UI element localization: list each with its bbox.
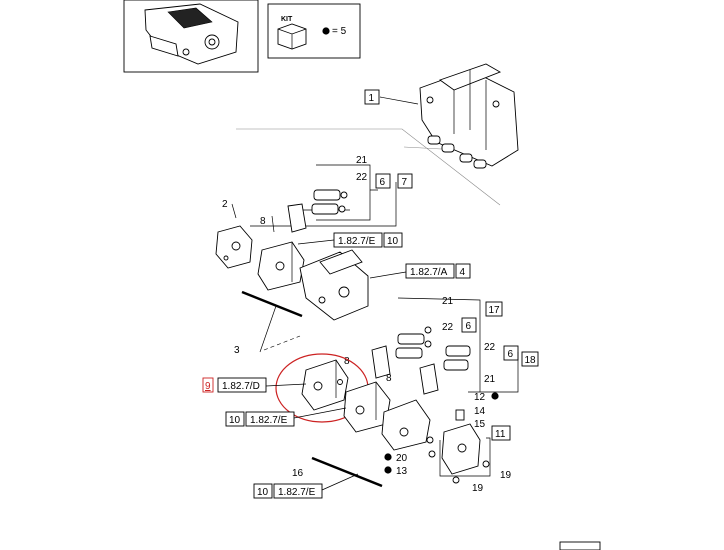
svg-text:10: 10 bbox=[387, 236, 399, 247]
callout-7[interactable]: 7 bbox=[397, 173, 413, 189]
callout-22-lower: 22 bbox=[484, 342, 496, 353]
kit-dot-icon bbox=[491, 392, 499, 400]
callout-13: 13 bbox=[396, 466, 408, 477]
callout-ref-a[interactable]: 1.82.7/A 4 bbox=[405, 263, 471, 279]
thumbnail-view[interactable] bbox=[123, 0, 259, 73]
callout-ref-e-2[interactable]: 10 1.82.7/E bbox=[225, 411, 295, 427]
bracket-6 bbox=[316, 164, 371, 221]
tie-rod-part-3[interactable] bbox=[241, 290, 303, 318]
callout-ref-e-3[interactable]: 10 1.82.7/E bbox=[253, 483, 323, 499]
end-cover-part-11[interactable] bbox=[441, 409, 490, 484]
valve-assembly-part-1[interactable] bbox=[419, 63, 519, 169]
guide-line bbox=[236, 128, 501, 206]
callout-21-lower: 21 bbox=[484, 374, 496, 385]
svg-text:1: 1 bbox=[369, 93, 375, 104]
svg-text:6: 6 bbox=[508, 349, 514, 360]
callout-17[interactable]: 17 bbox=[485, 301, 503, 317]
kit-legend: KIT = 5 bbox=[267, 3, 361, 59]
svg-text:4: 4 bbox=[460, 267, 466, 278]
svg-text:1.82.7/A: 1.82.7/A bbox=[410, 267, 448, 278]
valve-body-part-4[interactable] bbox=[299, 249, 369, 321]
tie-rod-part-16[interactable] bbox=[311, 456, 383, 488]
callout-6-mid[interactable]: 6 bbox=[461, 317, 477, 333]
callout-19-right: 19 bbox=[500, 470, 512, 481]
callout-ref-d[interactable]: 1.82.7/D bbox=[217, 377, 267, 393]
callout-6-top[interactable]: 6 bbox=[375, 173, 391, 189]
svg-text:10: 10 bbox=[257, 487, 269, 498]
kit-dot-icon bbox=[384, 453, 392, 461]
kit-dot-icon bbox=[322, 27, 330, 35]
valve-section-upper[interactable] bbox=[257, 241, 305, 291]
svg-text:11: 11 bbox=[495, 429, 506, 440]
callout-3: 3 bbox=[234, 345, 240, 356]
callout-1[interactable]: 1 bbox=[364, 89, 380, 105]
callout-ref-e-1[interactable]: 1.82.7/E 10 bbox=[333, 232, 403, 248]
svg-text:1.82.7/D: 1.82.7/D bbox=[222, 381, 260, 392]
callout-6-lower[interactable]: 6 bbox=[503, 345, 519, 361]
callout-22-mid: 22 bbox=[442, 322, 454, 333]
callout-2: 2 bbox=[222, 199, 228, 210]
svg-text:1.82.7/E: 1.82.7/E bbox=[250, 415, 288, 426]
svg-text:6: 6 bbox=[466, 321, 472, 332]
callout-15: 15 bbox=[474, 419, 486, 430]
callout-16: 16 bbox=[292, 468, 304, 479]
svg-text:10: 10 bbox=[229, 415, 241, 426]
callout-19-bottom: 19 bbox=[472, 483, 484, 494]
callout-22-top: 22 bbox=[356, 172, 368, 183]
kit-dot-icon bbox=[384, 466, 392, 474]
kit-qty: = 5 bbox=[332, 26, 347, 37]
page-corner-box bbox=[559, 541, 601, 550]
callout-20: 20 bbox=[396, 453, 408, 464]
callout-21-mid: 21 bbox=[442, 296, 454, 307]
cartridge-part-upper[interactable] bbox=[287, 189, 348, 233]
svg-text:1.82.7/E: 1.82.7/E bbox=[338, 236, 376, 247]
callout-8-mid: 8 bbox=[344, 356, 350, 367]
svg-text:1.82.7/E: 1.82.7/E bbox=[278, 487, 316, 498]
callout-8-top: 8 bbox=[260, 216, 266, 227]
svg-text:18: 18 bbox=[525, 355, 537, 366]
callout-12: 12 bbox=[474, 392, 486, 403]
callout-21-top: 21 bbox=[356, 155, 368, 166]
svg-text:6: 6 bbox=[380, 177, 386, 188]
cartridge-part-lower[interactable] bbox=[419, 345, 471, 395]
valve-section-part-9[interactable] bbox=[301, 359, 349, 411]
callout-18[interactable]: 18 bbox=[521, 351, 539, 367]
svg-text:9: 9 bbox=[205, 381, 211, 392]
callout-11[interactable]: 11 bbox=[491, 425, 511, 441]
kit-title: KIT bbox=[281, 16, 293, 23]
cartridge-part-mid[interactable] bbox=[371, 326, 432, 379]
svg-text:17: 17 bbox=[489, 305, 501, 316]
callout-8-low: 8 bbox=[386, 373, 392, 384]
svg-text:7: 7 bbox=[402, 177, 408, 188]
cover-plate-part-2[interactable] bbox=[215, 225, 253, 269]
callout-14: 14 bbox=[474, 406, 486, 417]
valve-section-lower[interactable] bbox=[381, 399, 436, 458]
leader-line bbox=[379, 96, 419, 105]
callout-9[interactable]: 9 bbox=[202, 377, 214, 393]
